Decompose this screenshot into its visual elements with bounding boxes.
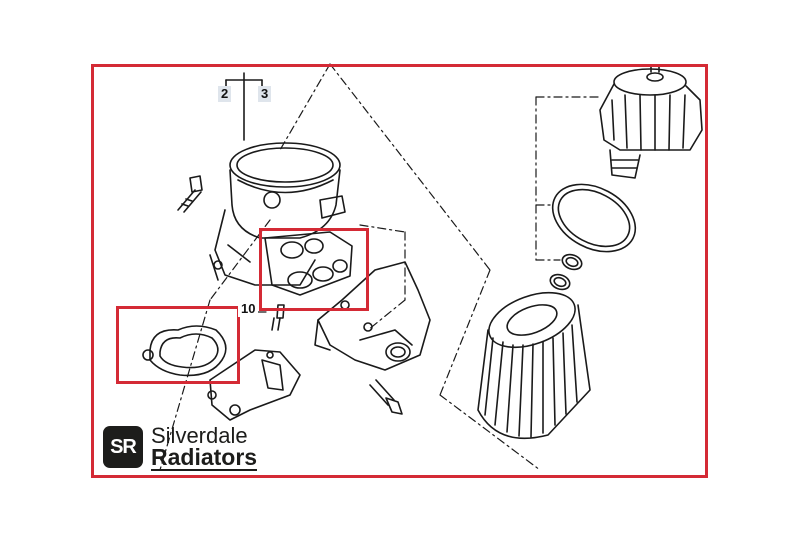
highlight-box-housing-gasket: [116, 306, 240, 384]
sensor-bracket: [208, 350, 300, 420]
mount-bolt: [370, 380, 402, 414]
diagram-frame: [91, 64, 708, 478]
callout-10: 10: [238, 301, 259, 317]
highlight-box-flange-gasket: [259, 228, 369, 311]
brand-logo: SR Silverdale Radiators: [103, 423, 283, 473]
o-ring-large: [541, 171, 647, 265]
filter-element: [478, 282, 590, 438]
logo-line-1: Silverdale: [151, 423, 248, 448]
logo-line-2: Radiators: [151, 444, 258, 471]
assembly-guide-lines: [160, 64, 602, 470]
logo-mark: SR: [103, 426, 143, 468]
bolt-10: [272, 305, 284, 330]
filter-housing: [210, 143, 345, 285]
filter-cap: [600, 65, 702, 178]
flange-gasket-upper: [265, 232, 352, 295]
housing-gasket-lower: [143, 326, 226, 375]
callout-2: 2: [218, 86, 232, 102]
housing-bolt: [178, 176, 202, 212]
callout-3: 3: [258, 86, 272, 102]
callout-leader-2-3: [226, 73, 262, 140]
o-ring-small: [548, 252, 584, 292]
cooler-mount: [315, 262, 430, 370]
